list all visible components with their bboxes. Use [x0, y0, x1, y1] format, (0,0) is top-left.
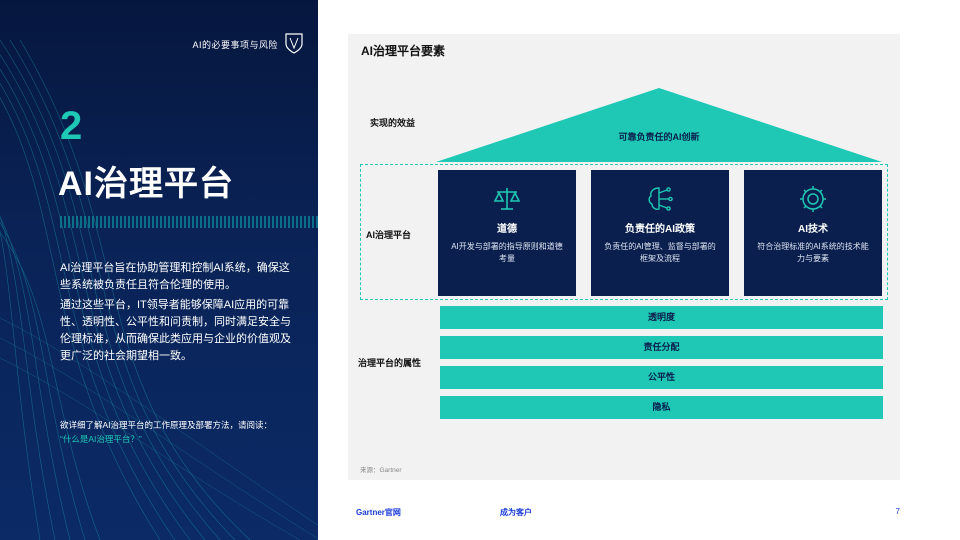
roof-triangle: [436, 88, 882, 162]
diagram-title: AI治理平台要素: [361, 44, 446, 58]
pillar-desc: AI开发与部署的指导原则和道德考量: [451, 242, 563, 263]
intro-paragraph: AI治理平台旨在协助管理和控制AI系统，确保这些系统被负责任且符合伦理的使用。: [60, 262, 290, 291]
platform-label: AI治理平台: [366, 230, 412, 240]
cta-block: 欲详细了解AI治理平台的工作原理及部署方法，请阅读： “什么是AI治理平台？”: [60, 418, 300, 446]
university-logo-icon: [285, 33, 303, 54]
section-title: AI治理平台: [58, 165, 234, 203]
attribute-bar-transparency: 透明度: [440, 306, 883, 329]
wave-lines-decoration: [0, 39, 318, 540]
pillar-desc: 负责任的AI管理、监督与部署的框架及流程: [604, 242, 716, 263]
pillar-title: AI技术: [798, 224, 828, 235]
attribute-bar-privacy: 隐私: [440, 396, 883, 419]
section-number: 2: [60, 104, 83, 148]
divider: [60, 216, 318, 228]
left-panel: AI的必要事项与风险 2 AI治理平台 AI治理平台旨在协助管理和控制AI系统，…: [0, 0, 318, 540]
detail-paragraph: 通过这些平台，IT领导者能够保障AI应用的可靠性、透明性、公平性和问责制，同时满…: [60, 299, 291, 362]
diagram-card: AI治理平台要素 实现的效益 可靠负责任的AI创新 AI治理平台 道德 AI开发…: [348, 34, 900, 480]
roof-text: 可靠负责任的AI创新: [618, 132, 700, 142]
attribute-bar-accountability: 责任分配: [440, 336, 883, 359]
pillar-policy: 负责任的AI政策 负责任的AI管理、监督与部署的框架及流程: [591, 170, 729, 296]
platform-dashed-box: [360, 164, 888, 300]
gear-circuit-icon: [800, 186, 826, 212]
cta-text: 欲详细了解AI治理平台的工作原理及部署方法，请阅读：: [60, 420, 273, 430]
page-number: 7: [895, 507, 900, 516]
pillar-title: 道德: [497, 224, 517, 235]
header-title: AI的必要事项与风险: [192, 40, 278, 50]
source-note: 来源：Gartner: [360, 467, 402, 474]
pillar-ethics: 道德 AI开发与部署的指导原则和道德考量: [438, 170, 576, 296]
scale-icon: [493, 188, 521, 210]
become-client-link[interactable]: 成为客户: [500, 508, 532, 517]
pillar-title: 负责任的AI政策: [625, 224, 695, 235]
pillar-technology: AI技术 符合治理标准的AI系统的技术能力与要素: [744, 170, 882, 296]
gartner-site-link[interactable]: Gartner官网: [356, 508, 401, 517]
roof-label: 实现的效益: [370, 118, 416, 128]
pillar-desc: 符合治理标准的AI系统的技术能力与要素: [757, 242, 869, 263]
brain-network-icon: [648, 187, 673, 211]
cta-link[interactable]: “什么是AI治理平台？”: [60, 434, 142, 444]
attributes-label: 治理平台的属性: [358, 358, 422, 368]
attribute-bar-fairness: 公平性: [440, 366, 883, 389]
